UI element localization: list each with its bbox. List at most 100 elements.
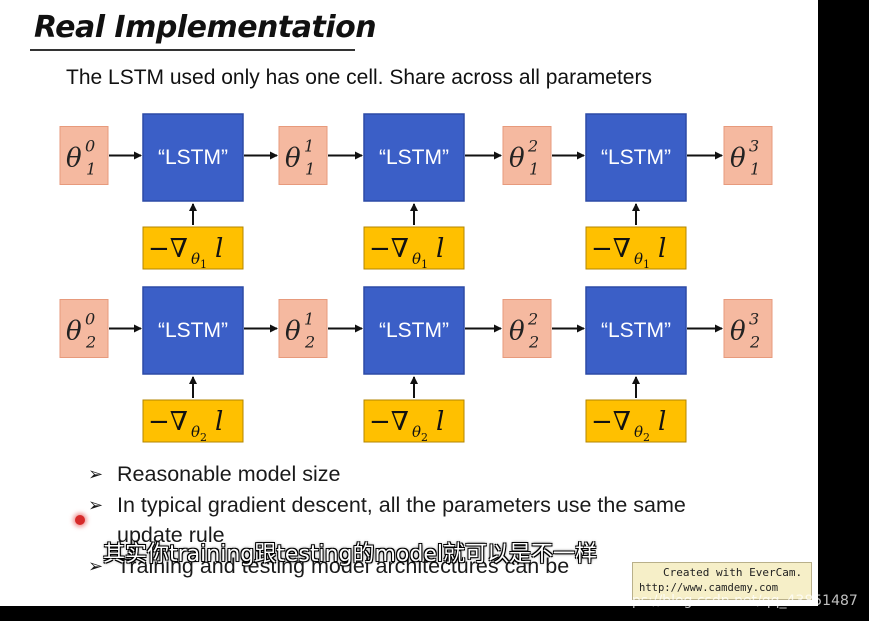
theta-subscript: 2 bbox=[85, 333, 96, 352]
theta-superscript: 0 bbox=[85, 310, 95, 329]
lstm-cell-box: “LSTM” bbox=[585, 286, 687, 375]
theta-subscript: 1 bbox=[529, 160, 539, 179]
gradient-loss: l bbox=[658, 407, 666, 437]
theta-box-bg bbox=[723, 126, 773, 185]
theta-subscript: 1 bbox=[750, 160, 760, 179]
theta-symbol: θ bbox=[285, 144, 301, 174]
gradient-sub-theta: θ bbox=[191, 423, 200, 441]
gradient-sub-index: 2 bbox=[421, 431, 428, 444]
gradient-loss: l bbox=[436, 234, 444, 264]
theta-superscript: 1 bbox=[304, 137, 314, 156]
csdn-watermark: https://blog.csdn.net/qq_43851487 bbox=[612, 593, 858, 609]
gradient-sub-theta: θ bbox=[412, 250, 421, 268]
lstm-cell-box: “LSTM” bbox=[142, 113, 244, 202]
gradient-box-bg bbox=[142, 226, 244, 270]
lstm-cell-box: “LSTM” bbox=[363, 113, 465, 202]
gradient-loss: l bbox=[215, 407, 223, 437]
gradient-nabla: −∇ bbox=[591, 407, 631, 437]
theta-superscript: 3 bbox=[749, 137, 759, 156]
evercam-badge: Created with EverCam. http://www.camdemy… bbox=[632, 562, 812, 600]
lstm-cell-bg bbox=[585, 113, 687, 202]
gradient-nabla: −∇ bbox=[591, 234, 631, 264]
title-underline bbox=[30, 49, 355, 51]
gradient-sub-theta: θ bbox=[412, 423, 421, 441]
gradient-sub-theta: θ bbox=[634, 250, 643, 268]
gradient-loss: l bbox=[436, 407, 444, 437]
gradient-nabla: −∇ bbox=[148, 234, 188, 264]
slide: Real Implementation The LSTM used only h… bbox=[0, 0, 818, 606]
gradient-box-bg bbox=[363, 226, 465, 270]
theta-box-bg bbox=[502, 126, 552, 185]
bullet-list: ➢ Reasonable model size ➢ In typical gra… bbox=[88, 458, 757, 582]
gradient-sub-index: 2 bbox=[643, 431, 650, 444]
bullet-arrow-icon: ➢ bbox=[88, 495, 104, 515]
theta-box-bg bbox=[278, 299, 328, 358]
bullet-item: ➢ In typical gradient descent, all the p… bbox=[88, 490, 757, 550]
gradient-nabla: −∇ bbox=[148, 407, 188, 437]
gradient-box-bg bbox=[585, 399, 687, 443]
gradient-box-bg bbox=[585, 226, 687, 270]
theta-subscript: 2 bbox=[528, 333, 539, 352]
lstm-cell-bg bbox=[363, 286, 465, 375]
lstm-cell-label: “LSTM” bbox=[379, 319, 449, 342]
theta-superscript: 2 bbox=[527, 310, 538, 329]
slide-title: Real Implementation bbox=[34, 10, 377, 45]
theta-subscript: 2 bbox=[749, 333, 760, 352]
bullet-item: ➢ Reasonable model size bbox=[88, 458, 757, 490]
bullet-item: ➢ Training and testing model architectur… bbox=[88, 550, 757, 582]
lstm-cell-box: “LSTM” bbox=[585, 113, 687, 202]
bullet-text: In typical gradient descent, all the par… bbox=[117, 493, 686, 547]
slide-subtitle: The LSTM used only has one cell. Share a… bbox=[66, 66, 652, 89]
theta-box-bg bbox=[723, 299, 773, 358]
gradient-sub-theta: θ bbox=[634, 423, 643, 441]
theta-box-bg bbox=[59, 299, 109, 358]
theta-symbol: θ bbox=[66, 317, 82, 347]
lstm-cell-bg bbox=[142, 113, 244, 202]
gradient-loss: l bbox=[215, 234, 223, 264]
lstm-cell-bg bbox=[585, 286, 687, 375]
theta-subscript: 1 bbox=[86, 160, 96, 179]
theta-symbol: θ bbox=[509, 317, 525, 347]
lstm-cell-bg bbox=[363, 113, 465, 202]
theta-symbol: θ bbox=[730, 144, 746, 174]
theta-superscript: 1 bbox=[304, 310, 314, 329]
bullet-text: Reasonable model size bbox=[117, 462, 341, 486]
theta-box-bg bbox=[502, 299, 552, 358]
video-caption: 其实你training跟testing的model就可以是不一样 bbox=[103, 542, 598, 567]
laser-pointer-dot bbox=[75, 515, 85, 525]
lstm-cell-box: “LSTM” bbox=[142, 286, 244, 375]
gradient-nabla: −∇ bbox=[369, 234, 409, 264]
theta-symbol: θ bbox=[66, 144, 82, 174]
theta-superscript: 3 bbox=[749, 310, 759, 329]
theta-symbol: θ bbox=[285, 317, 301, 347]
lstm-cell-label: “LSTM” bbox=[601, 319, 671, 342]
evercam-url: http://www.camdemy.com bbox=[639, 582, 779, 594]
lstm-cell-label: “LSTM” bbox=[379, 146, 449, 169]
gradient-sub-index: 1 bbox=[200, 258, 207, 271]
gradient-sub-index: 1 bbox=[421, 258, 428, 271]
lstm-cell-label: “LSTM” bbox=[158, 146, 228, 169]
theta-subscript: 1 bbox=[305, 160, 315, 179]
lstm-cell-label: “LSTM” bbox=[158, 319, 228, 342]
lstm-cell-bg bbox=[142, 286, 244, 375]
gradient-sub-index: 2 bbox=[200, 431, 207, 444]
bullet-text: Training and testing model architectures… bbox=[117, 554, 570, 578]
gradient-loss: l bbox=[658, 234, 666, 264]
theta-symbol: θ bbox=[509, 144, 525, 174]
gradient-nabla: −∇ bbox=[369, 407, 409, 437]
